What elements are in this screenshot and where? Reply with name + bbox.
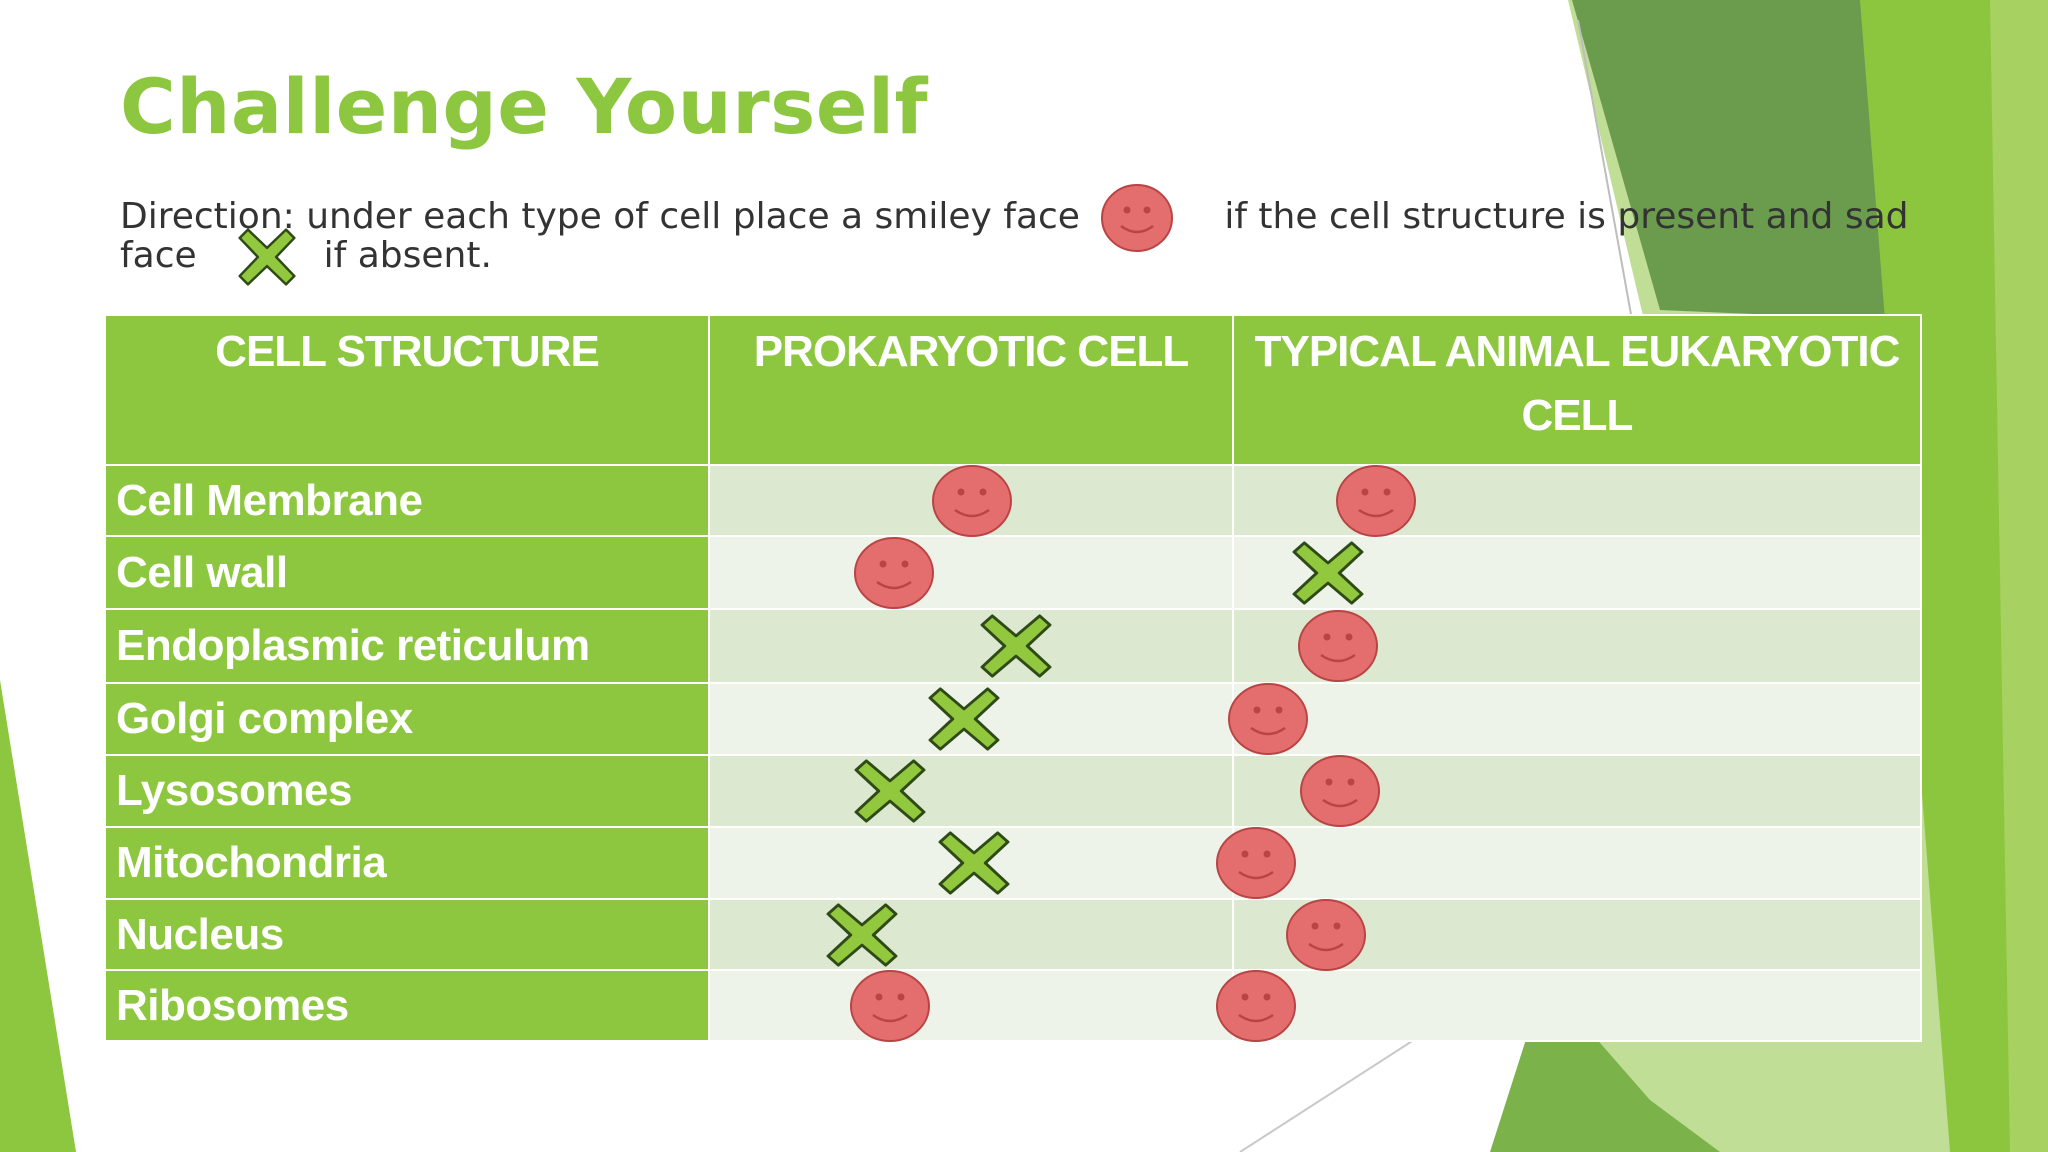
eukaryotic-cell [1216, 826, 1922, 900]
header-prokaryotic-cell: PROKARYOTIC CELL [708, 314, 1234, 466]
structure-label: Mitochondria [104, 826, 710, 900]
smiley-face-icon [1215, 826, 1297, 905]
green-x-icon [238, 228, 296, 286]
eukaryotic-cell [1228, 682, 1922, 756]
structure-label: Golgi complex [104, 682, 710, 756]
decor-thin-line-1 [1577, 19, 1633, 321]
eukaryotic-cell [1232, 608, 1922, 684]
table-row: Endoplasmic reticulum [104, 608, 1922, 684]
direction-line-2: face if absent. [120, 228, 492, 286]
green-x-icon [928, 687, 1000, 756]
direction-part-2: if the cell structure is present and sad [1224, 196, 1909, 237]
prokaryotic-cell [708, 969, 1234, 1042]
page-title: Challenge Yourself [120, 62, 929, 151]
prokaryotic-cell [708, 754, 1234, 828]
green-x-icon [854, 759, 926, 828]
cell-structure-table: CELL STRUCTURE PROKARYOTIC CELL TYPICAL … [104, 314, 1922, 1042]
prokaryotic-cell [708, 535, 1234, 610]
eukaryotic-cell [1232, 898, 1922, 971]
decor-right-dark [1572, 0, 1890, 320]
eukaryotic-cell [1232, 754, 1922, 828]
table-row: Cell Membrane [104, 464, 1922, 537]
structure-label: Endoplasmic reticulum [104, 608, 710, 684]
decor-thin-line-2 [1239, 1035, 1421, 1152]
table-row: Lysosomes [104, 754, 1922, 828]
header-cell-structure: CELL STRUCTURE [104, 314, 710, 466]
smiley-face-icon [931, 464, 1013, 543]
decor-left-strip [0, 680, 76, 1152]
green-x-icon [938, 831, 1010, 900]
smiley-face-icon [1215, 969, 1297, 1048]
prokaryotic-cell [708, 898, 1234, 972]
prokaryotic-cell [708, 682, 1234, 756]
prokaryotic-cell [708, 608, 1234, 684]
eukaryotic-cell [1216, 969, 1922, 1042]
smiley-face-icon [853, 536, 935, 615]
smiley-face-icon [1227, 682, 1309, 761]
smiley-face-icon [1299, 754, 1381, 833]
table-row: Golgi complex [104, 682, 1922, 756]
smiley-face-icon [1285, 898, 1367, 977]
table-row: Cell wall [104, 535, 1922, 610]
smiley-face-icon [1335, 464, 1417, 543]
table-row: Mitochondria [104, 826, 1922, 900]
structure-label: Cell wall [104, 535, 710, 610]
smiley-face-icon [1297, 609, 1379, 688]
prokaryotic-cell [708, 464, 1234, 537]
direction-part-4: if absent. [323, 235, 492, 276]
structure-label: Lysosomes [104, 754, 710, 828]
header-eukaryotic-cell: TYPICAL ANIMAL EUKARYOTIC CELL [1232, 314, 1922, 466]
direction-part-3: face [120, 235, 197, 276]
direction-part-1: Direction: under each type of cell place… [120, 196, 1080, 237]
table-row: Ribosomes [104, 969, 1922, 1042]
green-x-icon [980, 614, 1052, 683]
smiley-face-icon [1101, 184, 1174, 252]
prokaryotic-cell [708, 826, 1234, 900]
structure-label: Nucleus [104, 898, 710, 971]
structure-label: Ribosomes [104, 969, 710, 1042]
eukaryotic-cell [1232, 535, 1922, 610]
smiley-face-icon [849, 969, 931, 1048]
direction-line-1: Direction: under each type of cell place… [120, 182, 1909, 254]
green-x-icon [826, 902, 898, 972]
green-x-icon [1292, 540, 1364, 610]
decor-right-strip [1990, 0, 2048, 1152]
table-row: Nucleus [104, 898, 1922, 972]
table-header-row: CELL STRUCTURE PROKARYOTIC CELL TYPICAL … [104, 314, 1922, 466]
structure-label: Cell Membrane [104, 464, 710, 537]
eukaryotic-cell [1232, 464, 1922, 537]
